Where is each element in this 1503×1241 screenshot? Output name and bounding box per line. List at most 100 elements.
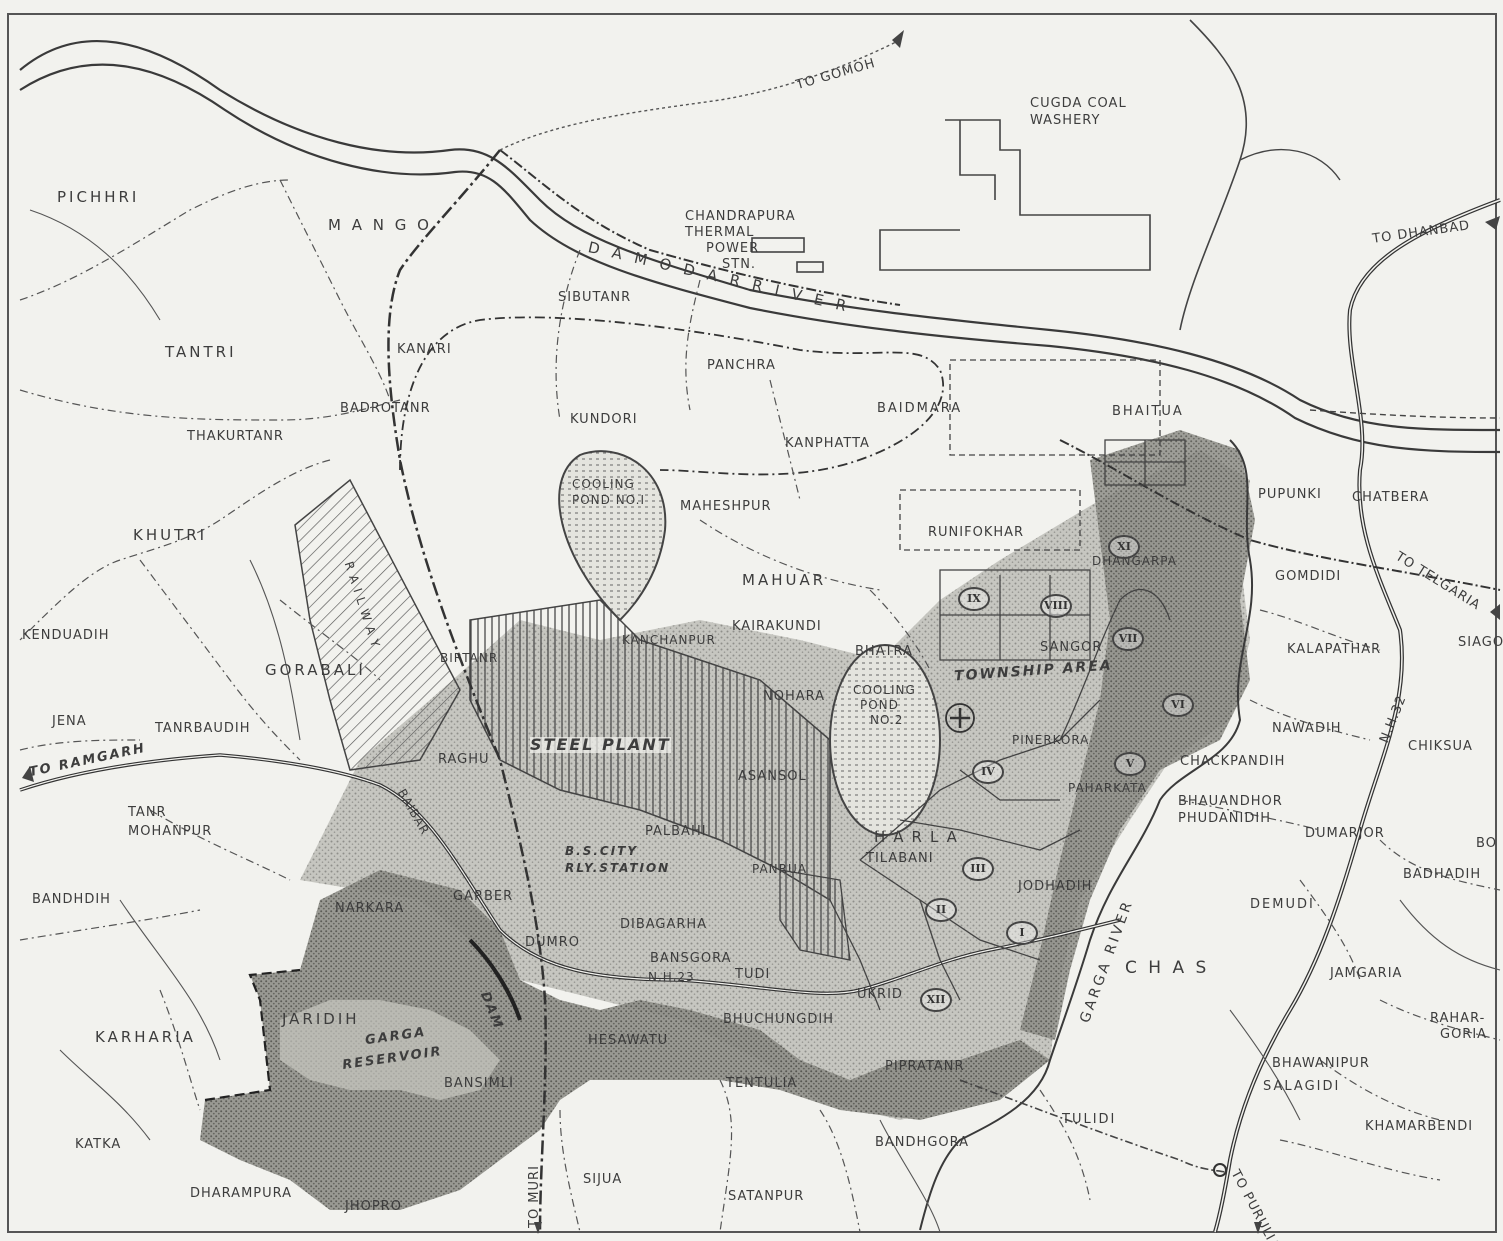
village-paharkata: PAHARKATA <box>1068 781 1147 795</box>
garga-river <box>919 439 1254 1231</box>
village-phudanidih: PHUDANIDIH <box>1178 811 1271 826</box>
village-bhauandhor: BHAUANDHOR <box>1178 794 1283 809</box>
village-jamgaria: JAMGARIA <box>1330 966 1403 981</box>
thermal-station-outline <box>751 237 824 273</box>
village-pupunki: PUPUNKI <box>1258 487 1322 502</box>
reservoir-boundary <box>204 968 301 1102</box>
sector-v: V <box>1114 752 1146 776</box>
village-bo: BO <box>1476 836 1497 851</box>
village-satanpur: SATANPUR <box>728 1189 805 1204</box>
sector-iii: III <box>962 857 994 881</box>
village-nawadih: NAWADIH <box>1272 721 1342 736</box>
sector-ii: II <box>925 898 957 922</box>
village-nohara: NOHARA <box>763 689 826 704</box>
label-to-muri: TO MURI <box>527 1165 542 1228</box>
village-chiksua: CHIKSUA <box>1408 739 1473 754</box>
label-steel-plant: STEEL PLANT <box>530 735 671 754</box>
village-hesawatu: HESAWATU <box>588 1033 669 1048</box>
village-maheshpur: MAHESHPUR <box>680 499 772 514</box>
map-frame <box>7 13 1497 1233</box>
village-mohanpur: MOHANPUR <box>128 824 213 839</box>
village-kalapathar: KALAPATHAR <box>1287 642 1382 657</box>
village-chackpandih: CHACKPANDIH <box>1180 754 1286 769</box>
village-bansgora: BANSGORA <box>650 951 732 966</box>
washery-outline <box>879 119 1151 271</box>
drainage-lines <box>29 209 1501 1233</box>
township-shading <box>1020 430 1255 1040</box>
village-bhatra: BHATRA <box>855 644 913 659</box>
sector-iv: IV <box>972 760 1004 784</box>
village-pichhri: PICHHRI <box>57 188 140 206</box>
village-khutri: KHUTRI <box>133 526 208 544</box>
purulia-junction <box>1213 1163 1227 1177</box>
label-thermal-3: POWER <box>706 241 760 256</box>
damodar-river-bank-south <box>19 63 1501 454</box>
village-kanari: KANARI <box>397 342 452 357</box>
label-cooling-pond-1b: POND NO.I <box>572 493 646 507</box>
village-dumro: DUMRO <box>525 935 581 950</box>
direction-arrows <box>22 30 1500 1234</box>
village-badhadih: BADHADIH <box>1403 867 1482 882</box>
village-baidmara: BAIDMARA <box>877 401 963 416</box>
label-bs-city-1: B.S.CITY <box>565 844 639 858</box>
label-washery-1: CUGDA COAL <box>1030 96 1127 111</box>
village-rukni-fokhar: RUNIFOKHAR <box>928 525 1025 540</box>
label-chas: C H A S <box>1125 958 1210 978</box>
village-tentulia: TENTULIA <box>726 1076 798 1091</box>
village-chatbera: CHATBERA <box>1352 490 1430 505</box>
label-thermal-1: CHANDRAPURA <box>685 209 796 224</box>
label-cooling-pond-2b: POND <box>860 698 899 712</box>
sector-ix: IX <box>958 587 990 611</box>
label-bs-city-2: RLY.STATION <box>565 861 671 875</box>
village-katka: KATKA <box>75 1137 122 1152</box>
village-piparatanr: PIPRATANR <box>885 1059 965 1074</box>
village-jodhadih: JODHADIH <box>1018 879 1093 894</box>
village-rahargoria-1: RAHAR- <box>1430 1011 1486 1026</box>
village-gorabali: GORABALI <box>265 661 366 679</box>
ash-dump-hatch <box>294 478 461 771</box>
sector-viii: VIII <box>1040 594 1072 618</box>
label-thermal-2: THERMAL <box>685 225 755 240</box>
village-siagora: SIAGO <box>1458 635 1503 650</box>
village-bhawanipur: BHAWANIPUR <box>1272 1056 1370 1071</box>
village-harla: HARLA <box>874 828 965 846</box>
village-khamarbendi: KHAMARBENDI <box>1365 1119 1474 1134</box>
cooling-pond-1 <box>558 450 667 622</box>
village-dumarjor: DUMARJOR <box>1305 826 1385 841</box>
stream-northeast-2 <box>1239 148 1341 181</box>
garga-reservoir-area <box>200 870 1050 1210</box>
village-tanrbaudih: TANRBAUDIH <box>155 721 251 736</box>
label-thermal-4: STN. <box>722 257 757 272</box>
village-bansimli: BANSIMLI <box>444 1076 514 1091</box>
village-panrua: PANRUA <box>752 862 807 876</box>
village-kundori: KUNDORI <box>570 412 638 427</box>
village-birtanr: BIRTANR <box>440 651 499 665</box>
village-ukrid: UKRID <box>857 987 903 1002</box>
village-narkara: NARKARA <box>335 901 405 916</box>
road-to-gomoh <box>499 39 901 151</box>
village-tanr: TANR <box>128 805 167 820</box>
village-garber: GARBER <box>453 889 514 904</box>
village-gomdidi: GOMDIDI <box>1275 569 1342 584</box>
village-jena: JENA <box>52 714 87 729</box>
village-karharia: KARHARIA <box>95 1028 196 1046</box>
reservoir-water <box>280 1000 500 1100</box>
village-kairakundi: KAIRAKUNDI <box>732 619 822 634</box>
nh32-road-inner <box>1214 199 1501 1233</box>
sector-i: I <box>1006 921 1038 945</box>
label-cooling-pond-2a: COOLING <box>853 683 916 697</box>
sector-vii: VII <box>1112 627 1144 651</box>
village-palbahi: PALBAHI <box>645 824 707 839</box>
village-bandhgora: BANDHGORA <box>875 1135 970 1150</box>
village-badrotanr: BADROTANR <box>340 401 431 416</box>
sector-xi: XI <box>1108 535 1140 559</box>
cooling-pond-2 <box>829 644 941 836</box>
village-mahuar: MAHUAR <box>742 571 827 589</box>
village-jhopro: JHOPRO <box>345 1199 402 1214</box>
village-kanphatta: KANPHATTA <box>785 436 870 451</box>
village-tilabani: TILABANI <box>866 851 934 866</box>
railway-purulia <box>959 1079 1226 1173</box>
village-sangor: SANGOR <box>1040 640 1103 655</box>
sector-xii: XII <box>920 988 952 1012</box>
